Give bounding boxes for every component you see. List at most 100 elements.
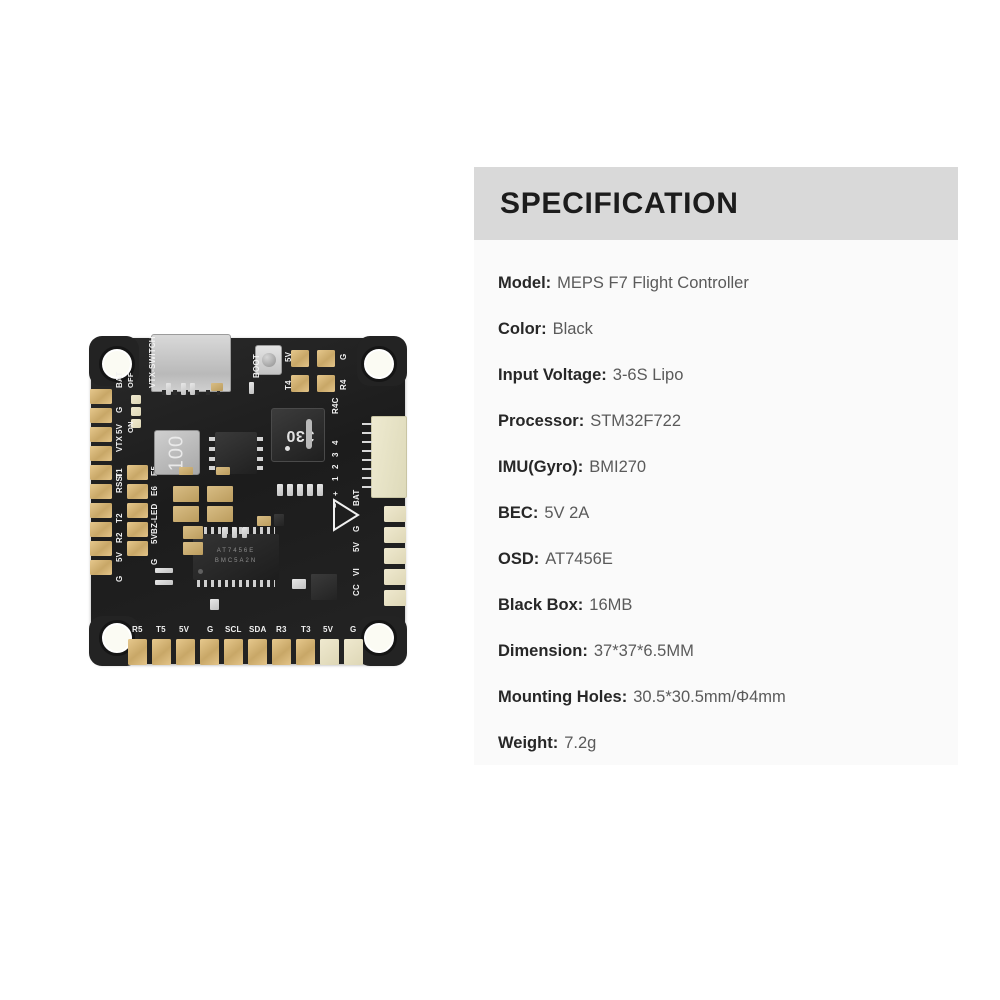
- silk-left-g1: G: [115, 406, 124, 413]
- pad-bottom-t3: [296, 639, 315, 665]
- spec-label-black-box: Black Box:: [498, 595, 584, 614]
- pad-inner-5v: [127, 522, 148, 537]
- spec-value-processor: STM32F722: [590, 411, 682, 430]
- smd-regulator: [311, 574, 337, 600]
- smd-cap-18: [222, 527, 227, 538]
- spec-label-processor: Processor:: [498, 411, 585, 430]
- capacitor-stripe: [306, 419, 312, 449]
- spec-value-osd: AT7456E: [545, 549, 613, 568]
- silk-bottom-r3: R3: [276, 625, 287, 634]
- pad-bottom-g2: [344, 639, 363, 665]
- smd-cap-19: [232, 527, 237, 538]
- silk-right-vi: VI: [352, 568, 361, 576]
- pad-right-5v: [384, 548, 406, 564]
- capacitor-330: 330: [271, 408, 325, 462]
- spec-value-mounting-holes: 30.5*30.5mm/Φ4mm: [633, 687, 786, 706]
- pad-bottom-5v2: [320, 639, 339, 665]
- silk-boot-label: BOOT: [252, 354, 261, 378]
- spec-row-weight: Weight: 7.2g: [498, 720, 958, 766]
- silk-bottom-t5: T5: [156, 625, 166, 634]
- smd-res-3: [257, 516, 271, 526]
- specification-list: Model: MEPS F7 Flight Controller Color: …: [474, 240, 958, 766]
- flight-controller-board-image: BOOT 5V T4 G R4 OFF ON VTX-SWITCH BAT G …: [88, 334, 408, 667]
- pad-right-vi: [384, 569, 406, 585]
- specification-panel: SPECIFICATION Model: MEPS F7 Flight Cont…: [474, 167, 958, 765]
- pad-left-g1: [90, 408, 112, 423]
- spec-label-bec: BEC:: [498, 503, 539, 522]
- pad-inner-bzled: [127, 503, 148, 518]
- spec-value-color: Black: [552, 319, 593, 338]
- pad-bottom-sda: [248, 639, 267, 665]
- silk-bottom-5v1: 5V: [179, 625, 190, 634]
- smd-cap-7: [292, 579, 306, 589]
- silk-bottom-t3: T3: [301, 625, 311, 634]
- pad-left-r2: [90, 522, 112, 537]
- silk-left-vtx: VTX: [115, 435, 124, 452]
- smd-cap-4: [207, 506, 233, 522]
- silk-inner-e6: E6: [150, 485, 159, 496]
- spec-label-weight: Weight:: [498, 733, 559, 752]
- silk-switch-on: ON: [126, 421, 135, 433]
- page-title: SPECIFICATION: [500, 186, 739, 220]
- vtx-switch-pad-off: [131, 395, 141, 404]
- silk-top-g: G: [339, 353, 348, 360]
- silk-left-g2: G: [115, 575, 124, 582]
- spec-row-mounting-holes: Mounting Holes: 30.5*30.5mm/Φ4mm: [498, 674, 958, 720]
- silk-right-5v: 5V: [352, 541, 361, 552]
- smd-cap-11: [190, 383, 195, 395]
- spec-value-imu: BMI270: [589, 457, 647, 476]
- smd-cap-20: [242, 527, 247, 538]
- pad-bottom-g1: [200, 639, 219, 665]
- capacitor-polarity-dot: [285, 446, 290, 451]
- direction-arrow-icon: [303, 498, 360, 532]
- pad-right-bat: [384, 506, 406, 522]
- pad-left-5v2: [90, 541, 112, 556]
- pad-left-bat: [90, 389, 112, 404]
- silk-bottom-r5: R5: [132, 625, 143, 634]
- silk-left-5v1: 5V: [115, 423, 124, 434]
- smd-led-array-2: [155, 580, 173, 585]
- silk-bottom-5v2: 5V: [323, 625, 334, 634]
- mounting-hole-bottom-right: [361, 620, 397, 656]
- pad-right-g: [384, 527, 406, 543]
- jst-connector: [362, 416, 407, 498]
- pad-left-t2: [90, 503, 112, 518]
- spec-row-processor: Processor: STM32F722: [498, 398, 958, 444]
- spec-value-bec: 5V 2A: [544, 503, 590, 522]
- silk-jst-plus: +: [331, 491, 340, 496]
- spec-label-model: Model:: [498, 273, 552, 292]
- vtx-switch-pad-mid: [131, 407, 141, 416]
- pad-left-g2: [90, 560, 112, 575]
- power-inductor: 100: [154, 430, 200, 475]
- pad-left-rssi: [90, 484, 112, 499]
- inductor-marking: 100: [165, 434, 188, 471]
- smd-cap-16: [307, 484, 313, 496]
- smd-cap-6: [183, 542, 203, 555]
- pad-bottom-scl: [224, 639, 243, 665]
- spec-value-model: MEPS F7 Flight Controller: [557, 273, 749, 292]
- spec-label-color: Color:: [498, 319, 547, 338]
- spec-value-black-box: 16MB: [589, 595, 633, 614]
- smd-cap-2: [173, 506, 199, 522]
- silk-left-5v2: 5V: [115, 551, 124, 562]
- osd-ic-pins-bottom: [197, 580, 275, 587]
- silk-left-t2: T2: [115, 513, 124, 523]
- silk-bottom-g2: G: [350, 625, 357, 634]
- smd-cap-13: [277, 484, 283, 496]
- spec-row-color: Color: Black: [498, 306, 958, 352]
- smd-cap-5: [183, 526, 203, 539]
- smd-diode-1: [274, 514, 284, 526]
- smd-cap-15: [297, 484, 303, 496]
- spec-label-input-voltage: Input Voltage:: [498, 365, 607, 384]
- boot-button[interactable]: [255, 345, 282, 375]
- osd-ic-pin1-dot: [198, 569, 203, 574]
- spec-row-imu: IMU(Gyro): BMI270: [498, 444, 958, 490]
- silk-switch-off: OFF: [126, 372, 135, 388]
- silk-left-bat: BAT: [115, 371, 124, 388]
- mounting-hole-top-right: [361, 346, 397, 382]
- pcb-substrate: BOOT 5V T4 G R4 OFF ON VTX-SWITCH BAT G …: [89, 334, 407, 666]
- pad-inner-g: [127, 541, 148, 556]
- silk-top-5v: 5V: [284, 351, 293, 362]
- silk-vtx-switch: VTX-SWITCH: [148, 336, 157, 388]
- silk-right-cc: CC: [352, 584, 361, 596]
